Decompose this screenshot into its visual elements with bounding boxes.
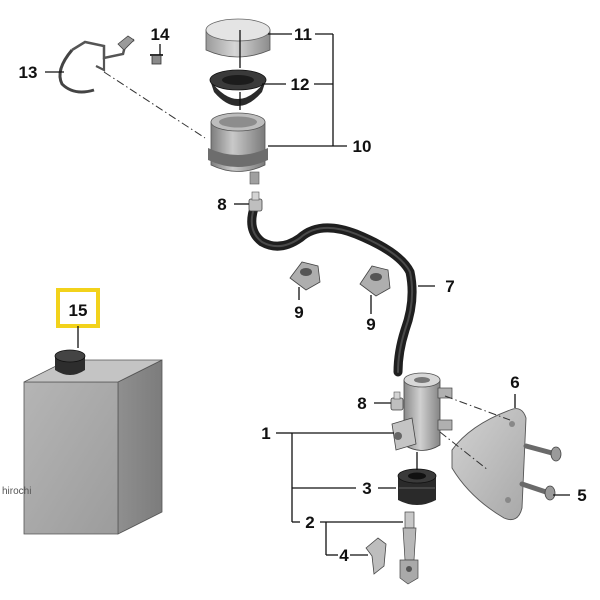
rubber-seal [397, 468, 437, 505]
bracket-clamp [58, 35, 135, 94]
mounting-plate [451, 408, 527, 521]
callout-7: 7 [445, 277, 454, 296]
callout-6: 6 [510, 373, 519, 392]
callout-8-upper: 8 [217, 195, 226, 214]
mounting-bolt-upper [523, 443, 562, 462]
callout-8-lower: 8 [357, 394, 366, 413]
callout-3: 3 [362, 479, 371, 498]
callout-13: 13 [19, 63, 38, 82]
brake-fluid-canister [23, 349, 163, 535]
callout-1: 1 [261, 424, 270, 443]
leader-lines [45, 33, 570, 556]
watermark-text: hirochi [2, 486, 31, 497]
callout-2: 2 [305, 513, 314, 532]
mounting-bolt-lower [519, 481, 556, 501]
master-cylinder [391, 372, 453, 451]
callout-11: 11 [294, 25, 312, 44]
reservoir-body [208, 112, 268, 185]
callout-9-left: 9 [294, 303, 303, 322]
clamp-screw [150, 54, 163, 65]
reservoir-cap [205, 18, 271, 58]
hose-fitting-lower [390, 391, 404, 411]
plate-dashed-line-lower [439, 431, 489, 471]
callout-14: 14 [151, 25, 170, 44]
hose-fitting-upper [248, 191, 263, 212]
pushrod [399, 511, 419, 585]
hose-clip-left [289, 261, 321, 291]
clamp-dashed-line [103, 71, 206, 139]
callout-9-right: 9 [366, 315, 375, 334]
callout-10: 10 [353, 137, 372, 156]
reservoir-diaphragm [209, 69, 267, 106]
callout-5: 5 [577, 486, 586, 505]
callout-12: 12 [291, 75, 310, 94]
retaining-clip [365, 537, 387, 575]
callout-15: 15 [69, 301, 88, 320]
callout-4: 4 [339, 546, 349, 565]
hose-clip-right [359, 265, 391, 297]
plate-dashed-line-upper [444, 395, 511, 421]
